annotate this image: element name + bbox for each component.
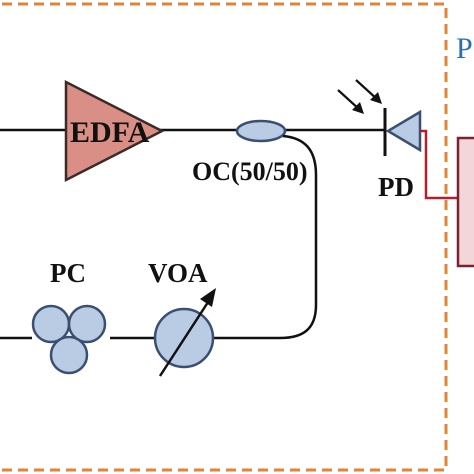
panel-corner-label: P xyxy=(456,32,473,65)
polarization-controller xyxy=(31,304,107,375)
light-arrows-icon xyxy=(337,79,382,114)
pc-label: PC xyxy=(50,258,86,288)
voa-arrow-shaft xyxy=(158,295,214,377)
coupler-label: OC(50/50) xyxy=(192,157,308,186)
voa-label: VOA xyxy=(148,258,208,288)
voa-arrow-head-icon xyxy=(200,288,216,307)
edfa-label: EDFA xyxy=(70,116,150,149)
pd-label: PD xyxy=(378,172,414,202)
rf-output-line xyxy=(420,129,474,200)
optical-coupler xyxy=(235,119,287,143)
panel-border-dashed xyxy=(2,2,448,472)
edfa-amplifier xyxy=(64,79,165,183)
photodetector xyxy=(383,108,422,156)
next-instrument-box xyxy=(456,136,474,268)
fiber-feedback-loop xyxy=(212,134,318,340)
